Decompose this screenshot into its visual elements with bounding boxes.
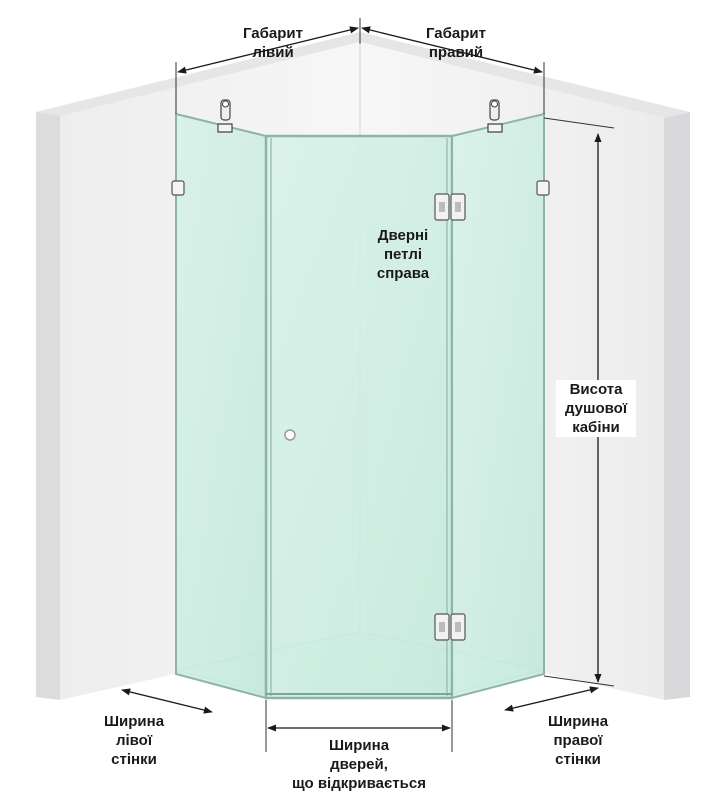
wall-clamps — [171, 180, 550, 196]
left-wall-edge — [36, 112, 60, 700]
label-door-width: Ширина дверей, що відкривається — [268, 736, 450, 793]
label-line: стінки — [555, 751, 601, 768]
right-wall-edge — [664, 112, 690, 700]
right-wall-clamp-icon — [536, 180, 550, 196]
stabilizer-mounts — [217, 99, 503, 133]
right-glass-panel — [451, 112, 545, 700]
label-line: Висота — [569, 381, 623, 398]
label-line: Ширина — [547, 713, 609, 730]
dim-gabaryt-right — [361, 26, 543, 74]
bottom-hinge-icon — [434, 613, 466, 641]
door-knob — [284, 429, 296, 441]
hinges — [434, 193, 466, 641]
left-stabilizer-icon — [217, 99, 233, 133]
dim-left-wall-width — [121, 688, 213, 714]
label-door-hinges: Дверні петлі справа — [368, 226, 438, 283]
label-line: лівої — [115, 732, 153, 749]
label-line: стінки — [111, 751, 157, 768]
label-line: Габарит — [243, 25, 303, 42]
label-line: кабіни — [572, 419, 620, 436]
label-cabin-height: Висота душової кабіни — [556, 380, 636, 437]
label-line: правий — [428, 44, 484, 61]
right-stabilizer-icon — [487, 99, 503, 133]
door-glass-panel — [264, 134, 454, 700]
label-line: справа — [376, 265, 430, 282]
label-line: Габарит — [426, 25, 486, 42]
extension-lines — [175, 18, 615, 752]
label-line: лівий — [252, 44, 294, 61]
label-gabaryt-left: Габарит лівий — [228, 24, 318, 62]
label-line: правої — [553, 732, 603, 749]
label-right-wall-width: Ширина правої стінки — [538, 712, 618, 769]
label-line: дверей, — [330, 756, 388, 773]
dim-right-wall-width — [504, 686, 599, 712]
label-line: Ширина — [103, 713, 165, 730]
label-gabaryt-right: Габарит правий — [410, 24, 502, 62]
dim-gabaryt-left — [177, 26, 359, 74]
label-line: Ширина — [328, 737, 390, 754]
top-hinge-icon — [434, 193, 466, 221]
label-line: душової — [564, 400, 628, 417]
label-line: петлі — [383, 246, 423, 263]
left-glass-panel — [175, 112, 267, 700]
glass-panels — [175, 112, 545, 700]
label-line: що відкривається — [292, 775, 426, 792]
left-wall-clamp-icon — [171, 180, 185, 196]
label-line: Дверні — [377, 227, 429, 244]
label-left-wall-width: Ширина лівої стінки — [94, 712, 174, 769]
